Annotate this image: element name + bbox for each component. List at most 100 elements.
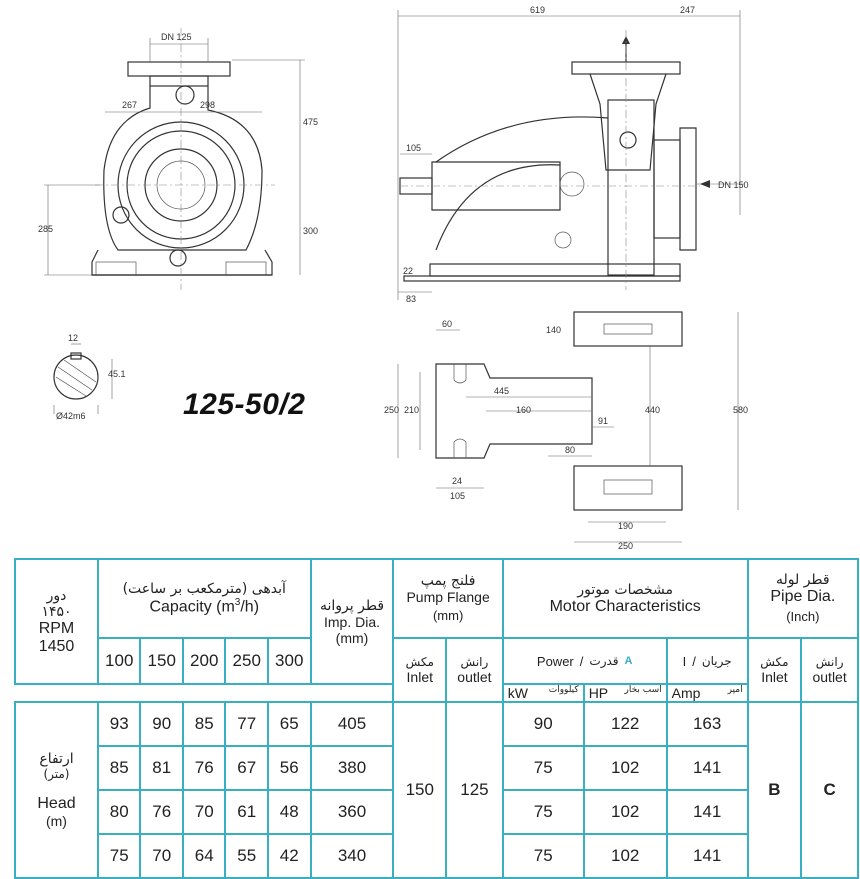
- dim-475: 475: [303, 117, 318, 127]
- flange-header: فلنج پمپ Pump Flange (mm): [392, 558, 504, 639]
- hp-value: 102: [582, 745, 668, 791]
- hp-value: 102: [582, 833, 668, 879]
- side-view: 619 247 DN 150 105 22 83: [397, 5, 749, 304]
- head-value: 55: [224, 833, 269, 879]
- head-value: 81: [139, 745, 184, 791]
- head-value: 85: [181, 701, 227, 747]
- hp-value: 102: [582, 789, 668, 835]
- front-view: DN 125 267 298 475 300 285: [38, 28, 318, 290]
- dim-190: 190: [618, 521, 633, 531]
- head-value: 56: [266, 745, 312, 791]
- dim-12: 12: [68, 333, 78, 343]
- impeller-value: 360: [309, 789, 395, 835]
- capacity-col-2: 200: [181, 637, 227, 685]
- pipe-inlet-header: مکش Inlet: [746, 637, 803, 703]
- dim-105-bottom: 105: [450, 491, 465, 501]
- impeller-value: 380: [309, 745, 395, 791]
- amp-value: 163: [665, 701, 749, 747]
- table-row: ارتفاع (متر) Head (m) 93 90 85 77 65 405…: [14, 701, 859, 879]
- head-value: 90: [139, 701, 184, 747]
- amp-value: 141: [665, 745, 749, 791]
- dim-210: 210: [404, 405, 419, 415]
- performance-table: دور ۱۴۵۰ RPM 1450 آبدهی (مترمکعب بر ساعت…: [14, 558, 860, 879]
- dim-91: 91: [598, 416, 608, 426]
- pipe-outlet-value: C: [800, 701, 859, 879]
- dim-22: 22: [403, 266, 413, 276]
- dim-60: 60: [442, 319, 452, 329]
- dim-580: 580: [733, 405, 748, 415]
- dim-247: 247: [680, 5, 695, 15]
- amp-value: 141: [665, 833, 749, 879]
- head-value: 93: [96, 701, 142, 747]
- hp-value: 122: [582, 701, 668, 747]
- head-value: 76: [181, 745, 227, 791]
- dim-24: 24: [452, 476, 462, 486]
- dim-267: 267: [122, 100, 137, 110]
- head-value: 80: [96, 789, 142, 835]
- capacity-col-1: 150: [139, 637, 184, 685]
- capacity-col-3: 250: [224, 637, 269, 685]
- shaft-diameter: Ø42m6: [56, 411, 86, 421]
- head-value: 48: [266, 789, 312, 835]
- head-value: 67: [224, 745, 269, 791]
- kw-value: 90: [501, 701, 585, 747]
- flange-inlet-header: مکش Inlet: [392, 637, 448, 703]
- dim-285: 285: [38, 224, 53, 234]
- head-value: 70: [139, 833, 184, 879]
- dim-619: 619: [530, 5, 545, 15]
- impeller-value: 340: [309, 833, 395, 879]
- impeller-header: قطر پروانه Imp. Dia. (mm): [309, 558, 395, 685]
- head-value: 42: [266, 833, 312, 879]
- dim-300: 300: [303, 226, 318, 236]
- dim-dn125: DN 125: [161, 32, 192, 42]
- motor-header: مشخصات موتور Motor Characteristics: [501, 558, 749, 639]
- table-row: 80 76 70 61 48 360 75 102 141: [15, 789, 858, 835]
- dim-140: 140: [546, 325, 561, 335]
- head-value: 85: [96, 745, 142, 791]
- dim-45-1: 45.1: [108, 369, 126, 379]
- pipe-outlet-header: رانش outlet: [800, 637, 859, 703]
- kw-value: 75: [501, 789, 585, 835]
- capacity-col-4: 300: [266, 637, 312, 685]
- head-value: 64: [181, 833, 227, 879]
- head-value: 61: [224, 789, 269, 835]
- kw-value: 75: [501, 745, 585, 791]
- dim-dn150: DN 150: [718, 180, 749, 190]
- kw-value: 75: [501, 833, 585, 879]
- impeller-value: 405: [309, 701, 395, 747]
- flange-outlet-value: 125: [445, 701, 504, 879]
- head-value: 75: [96, 833, 142, 879]
- flange-inlet-value: 150: [392, 701, 448, 879]
- pipe-header: قطر لوله Pipe Dia. (Inch): [746, 558, 860, 639]
- head-value: 77: [224, 701, 269, 747]
- head-header: ارتفاع (متر) Head (m): [14, 701, 99, 879]
- head-value: 76: [139, 789, 184, 835]
- capacity-header: آبدهی (مترمکعب بر ساعت) Capacity (m3/h): [96, 558, 312, 639]
- head-value: 70: [181, 789, 227, 835]
- dim-298: 298: [200, 100, 215, 110]
- dim-250-left: 250: [384, 405, 399, 415]
- flange-outlet-header: رانش outlet: [445, 637, 504, 703]
- pump-technical-drawing: DN 125 267 298 475 300 285 12 45.1 Ø42m6…: [38, 5, 749, 551]
- amp-value: 141: [665, 789, 749, 835]
- dim-105-side: 105: [406, 143, 421, 153]
- shaft-section: 12 45.1 Ø42m6: [53, 333, 126, 421]
- table-row: 85 81 76 67 56 380 75 102 141: [15, 745, 858, 791]
- footprint-views: 140 190 250 440 580 60 250 210 445 160 9…: [384, 311, 748, 551]
- dim-83: 83: [406, 294, 416, 304]
- head-value: 65: [266, 701, 312, 747]
- capacity-col-0: 100: [96, 637, 142, 685]
- dim-80: 80: [565, 445, 575, 455]
- current-header: I/جریان: [665, 637, 749, 685]
- dim-250-bottom: 250: [618, 541, 633, 551]
- model-number: 125-50/2: [183, 388, 306, 421]
- dim-160: 160: [516, 405, 531, 415]
- dim-440: 440: [645, 405, 660, 415]
- pipe-inlet-value: B: [746, 701, 803, 879]
- dim-445: 445: [494, 386, 509, 396]
- speed-header: دور ۱۴۵۰ RPM 1450: [14, 558, 99, 685]
